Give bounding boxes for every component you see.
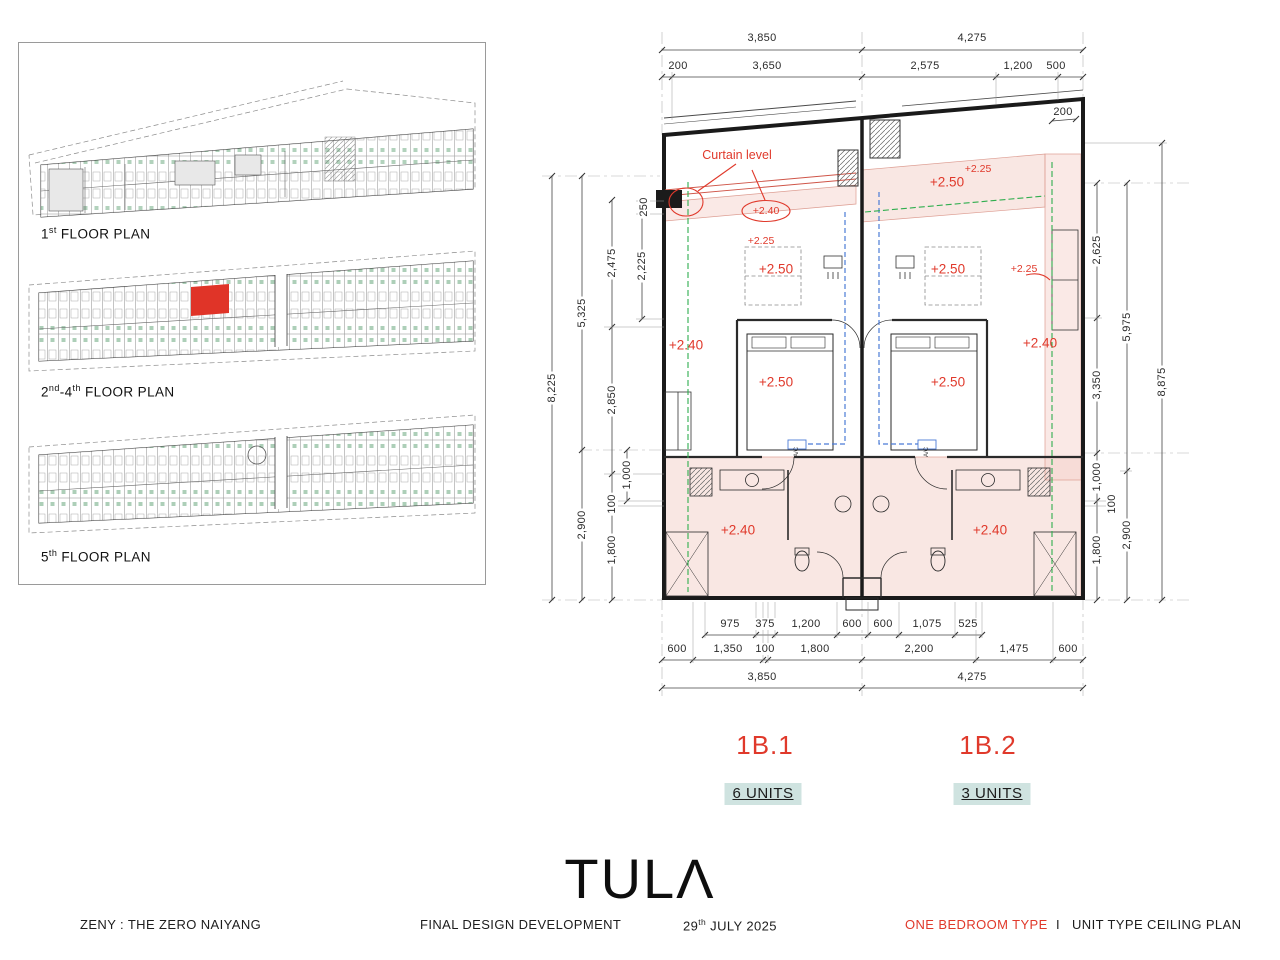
ceiling-level-annotation: +2.50 xyxy=(930,261,966,277)
floor5-plan-drawing xyxy=(28,414,476,534)
dim-label: 1,800 xyxy=(1091,533,1103,567)
ceiling-level-annotation: +2.40 xyxy=(720,522,756,538)
dim-label: 2,900 xyxy=(576,508,588,542)
unit-type-1b1-label: 1B.1 xyxy=(736,730,794,760)
dim-label: 100 xyxy=(1106,492,1118,516)
dim-label: 3,350 xyxy=(1091,368,1103,402)
footer-sheet-title: UNIT TYPE CEILING PLAN xyxy=(1072,917,1242,932)
ceiling-level-annotation: +2.50 xyxy=(930,374,966,390)
dim-label: 375 xyxy=(753,618,777,630)
dim-label: 5,975 xyxy=(1121,310,1133,344)
dim-label: 4,275 xyxy=(955,671,989,683)
ceiling-level-annotation: +2.40 xyxy=(752,205,780,217)
dim-label: 600 xyxy=(1056,643,1080,655)
dim-label: 2,850 xyxy=(606,383,618,417)
ceiling-level-annotation: +2.50 xyxy=(758,374,794,390)
dim-label: 2,900 xyxy=(1121,518,1133,552)
dim-label: 2,225 xyxy=(636,249,648,283)
footer-divider: I xyxy=(1056,917,1061,932)
floor1-plan-drawing xyxy=(28,80,476,218)
footer-date: 29th JULY 2025 xyxy=(683,917,777,934)
ac-piping-lines xyxy=(806,192,918,445)
ceiling-level-annotation: +2.25 xyxy=(1010,263,1038,275)
annotation-marks xyxy=(668,163,1051,281)
dim-label: 1,000 xyxy=(1091,460,1103,494)
footer-unit-type: ONE BEDROOM TYPE xyxy=(905,917,1048,932)
dim-label: 600 xyxy=(665,643,689,655)
dim-label: 4,275 xyxy=(955,32,989,44)
dim-label: 2,575 xyxy=(908,60,942,72)
dim-label: 3,850 xyxy=(745,32,779,44)
dim-label: 1,800 xyxy=(798,643,832,655)
ac-unit-label: A/C xyxy=(794,446,800,458)
ceiling-level-annotation: +2.50 xyxy=(758,261,794,277)
dim-label: 2,475 xyxy=(606,246,618,280)
ceiling-level-annotation: +2.25 xyxy=(964,163,992,175)
floor2-4-plan-drawing xyxy=(28,250,476,372)
unit-count-1b2: 3 UNITS xyxy=(953,783,1031,805)
unit-type-1b2-label: 1B.2 xyxy=(959,730,1017,760)
floor5-plan-label: 5th FLOOR PLAN xyxy=(41,548,151,565)
unit-count-1b1: 6 UNITS xyxy=(724,783,802,805)
footer-project-name: ZENY : THE ZERO NAIYANG xyxy=(80,917,262,932)
dim-label: 200 xyxy=(1051,106,1075,118)
ceiling-level-annotation: +2.40 xyxy=(1022,335,1058,351)
dim-label: 2,625 xyxy=(1091,233,1103,267)
dim-label: 8,225 xyxy=(546,371,558,405)
dim-label: 1,200 xyxy=(1001,60,1035,72)
dim-label: 1,000 xyxy=(621,458,633,492)
floor2-4-plan-label: 2nd-4th FLOOR PLAN xyxy=(41,383,175,400)
dim-label: 975 xyxy=(718,618,742,630)
tula-logo: TULΛ xyxy=(564,847,716,910)
dim-label: 3,850 xyxy=(745,671,779,683)
dim-label: 2,200 xyxy=(902,643,936,655)
ceiling-level-annotation: +2.25 xyxy=(747,235,775,247)
dim-label: 1,200 xyxy=(789,618,823,630)
dim-label: 100 xyxy=(753,643,777,655)
dim-label: 525 xyxy=(956,618,980,630)
dim-label: 1,350 xyxy=(711,643,745,655)
floor1-plan-label: 1st FLOOR PLAN xyxy=(41,225,151,242)
curtain-level-label: Curtain level xyxy=(702,148,772,162)
highlighted-unit-location xyxy=(191,284,229,316)
ceiling-zone-240 xyxy=(664,456,1082,599)
ac-unit-label: A/C xyxy=(924,446,930,458)
dim-label: 3,650 xyxy=(750,60,784,72)
footer-phase: FINAL DESIGN DEVELOPMENT xyxy=(420,917,622,932)
dim-label: 5,325 xyxy=(576,296,588,330)
dim-label: 250 xyxy=(638,195,650,219)
key-plans-panel: 1st FLOOR PLAN 2nd-4th FLOOR PLAN 5th FL… xyxy=(18,42,486,585)
service-lines xyxy=(687,162,1053,592)
dim-label: 8,875 xyxy=(1156,365,1168,399)
dim-label: 500 xyxy=(1044,60,1068,72)
dim-label: 1,800 xyxy=(606,533,618,567)
ceiling-level-annotation: +2.40 xyxy=(668,337,704,353)
unit-ceiling-plan: 3,850 4,275 200 3,650 2,575 1,200 500 8,… xyxy=(540,20,1240,835)
outer-wall xyxy=(662,96,1085,600)
dim-label: 1,075 xyxy=(910,618,944,630)
dim-label: 200 xyxy=(666,60,690,72)
ceiling-level-annotation: +2.50 xyxy=(929,174,965,190)
dim-label: 600 xyxy=(871,618,895,630)
dim-label: 600 xyxy=(840,618,864,630)
dim-label: 100 xyxy=(606,492,618,516)
dim-label: 1,475 xyxy=(997,643,1031,655)
ceiling-level-annotation: +2.40 xyxy=(972,522,1008,538)
